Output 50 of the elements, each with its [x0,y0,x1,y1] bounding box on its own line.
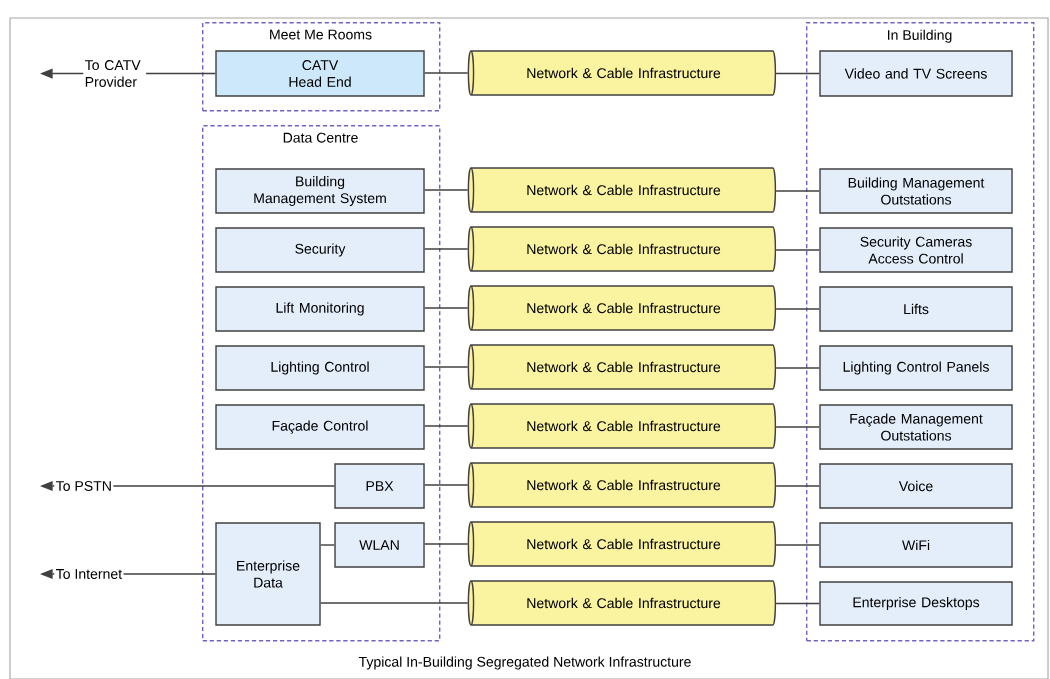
system-box: Building Management System [215,168,425,214]
system-box: Building Management Outstations [819,168,1013,214]
cable-cylinder: Network & Cable Infrastructure [467,462,777,508]
cable-cylinder: Network & Cable Infrastructure [467,167,777,213]
connector [424,189,469,191]
cable-cylinder: Network & Cable Infrastructure [467,50,777,96]
system-box: Lighting Control [215,345,425,391]
cable-cylinder: Network & Cable Infrastructure [467,285,777,331]
edge-label: To CATV Provider [83,58,147,89]
system-box: WiFi [819,522,1013,568]
connector [775,426,820,428]
connector [424,307,469,309]
connector [775,249,820,251]
cable-cylinder: Network & Cable Infrastructure [467,521,777,567]
connector [775,190,820,192]
connector [424,72,469,74]
edge-label: To Internet [54,567,124,581]
caption: Typical In-Building Segregated Network Infrastructure [358,656,691,670]
system-box: Voice [819,463,1013,509]
connector [775,367,820,369]
system-box: Façade Management Outstations [819,404,1013,450]
system-box: CATV Head End [215,50,425,97]
connector [775,308,820,310]
system-box: Lifts [819,286,1013,332]
connector [775,602,820,605]
cable-cylinder: Network & Cable Infrastructure [467,226,777,272]
system-box: Enterprise Data [215,522,321,626]
connector [320,544,336,546]
connector [424,248,469,250]
system-box: PBX [334,463,425,509]
connector [424,543,469,545]
system-box: Security [215,227,425,273]
connector [775,485,820,487]
system-box: Security Cameras Access Control [819,227,1013,273]
system-box: WLAN [334,522,425,568]
system-box: Façade Control [215,404,425,450]
cable-cylinder: Network & Cable Infrastructure [467,403,777,449]
connector [424,484,469,486]
cable-cylinder: Network & Cable Infrastructure [467,580,777,626]
connector [775,544,820,546]
system-box: Lift Monitoring [215,286,425,332]
connector [775,72,820,75]
edge-label: To PSTN [54,479,114,493]
cable-cylinder: Network & Cable Infrastructure [467,344,777,390]
connector [424,425,469,427]
system-box: Video and TV Screens [819,50,1013,97]
connector [320,602,469,604]
system-box: Enterprise Desktops [819,581,1013,626]
system-box: Lighting Control Panels [819,345,1013,391]
connector [424,366,469,368]
